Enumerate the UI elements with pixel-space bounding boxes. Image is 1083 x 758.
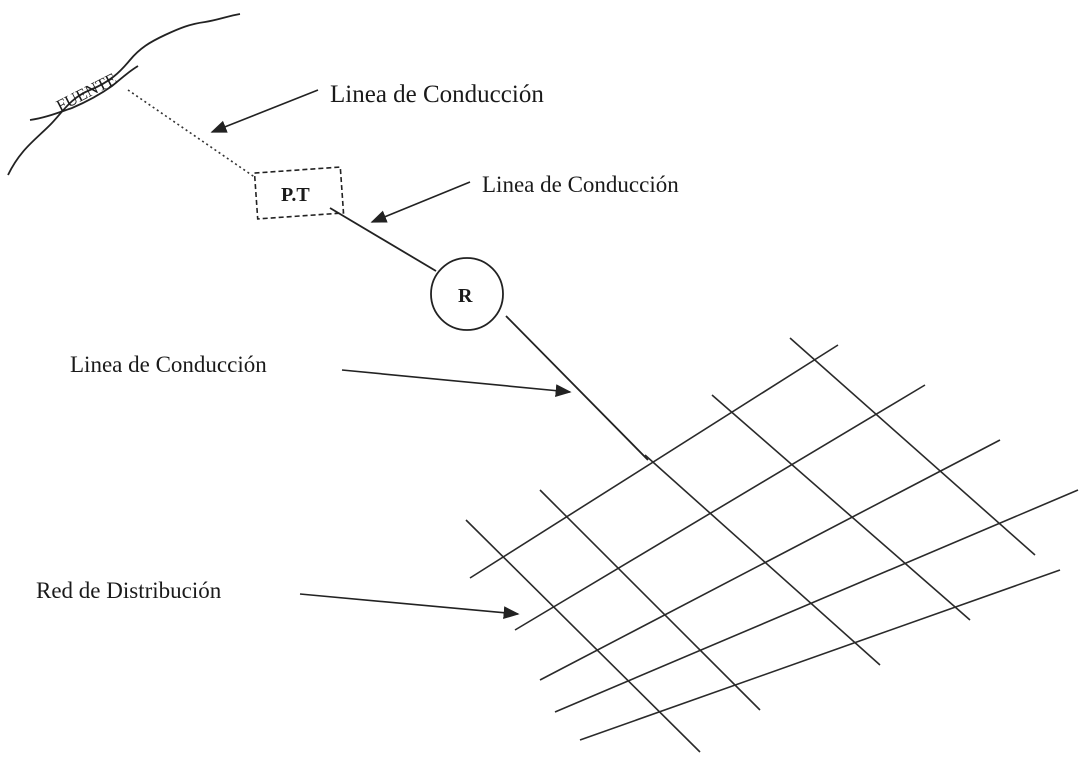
label-conduction-1: Linea de Conducción <box>210 81 544 133</box>
pressure-break-box <box>253 166 345 220</box>
conduction-line-2 <box>329 207 437 272</box>
grid-line <box>554 489 1079 713</box>
label-distribution: Red de Distribución <box>36 578 520 620</box>
label-conduction-2: Linea de Conducción <box>370 172 679 223</box>
leader-arrow-2 <box>370 181 471 223</box>
distribution-grid <box>465 337 1079 753</box>
leader-arrow-1 <box>210 89 319 133</box>
grid-line <box>711 394 971 621</box>
source-outline <box>7 13 241 176</box>
reservoir-circle <box>430 257 504 331</box>
leader-arrow-4 <box>299 593 520 620</box>
grid-line <box>514 384 926 631</box>
grid-line <box>465 519 701 753</box>
source-label: FUENTE <box>53 69 120 116</box>
label-conduction-3: Linea de Conducción <box>70 352 572 397</box>
label-conduction-1-text: Linea de Conducción <box>330 81 544 108</box>
conduction-line-1 <box>127 89 257 179</box>
reservoir-label: R <box>458 285 473 307</box>
source-outline-lower <box>29 65 139 121</box>
grid-line <box>579 569 1061 741</box>
source-fuente: FUENTE <box>7 13 241 176</box>
grid-line <box>539 439 1001 681</box>
pressure-break-label: P.T <box>281 184 310 206</box>
grid-line <box>469 344 839 579</box>
conduction-line-3 <box>505 315 649 461</box>
pressure-break-node: P.T <box>253 166 345 220</box>
grid-line <box>644 454 881 666</box>
leader-arrow-3 <box>341 369 572 397</box>
grid-line <box>539 489 761 711</box>
grid-line <box>789 337 1036 556</box>
label-distribution-text: Red de Distribución <box>36 578 222 603</box>
reservoir-node: R <box>430 257 504 331</box>
label-conduction-3-text: Linea de Conducción <box>70 352 267 377</box>
label-conduction-2-text: Linea de Conducción <box>482 172 679 197</box>
